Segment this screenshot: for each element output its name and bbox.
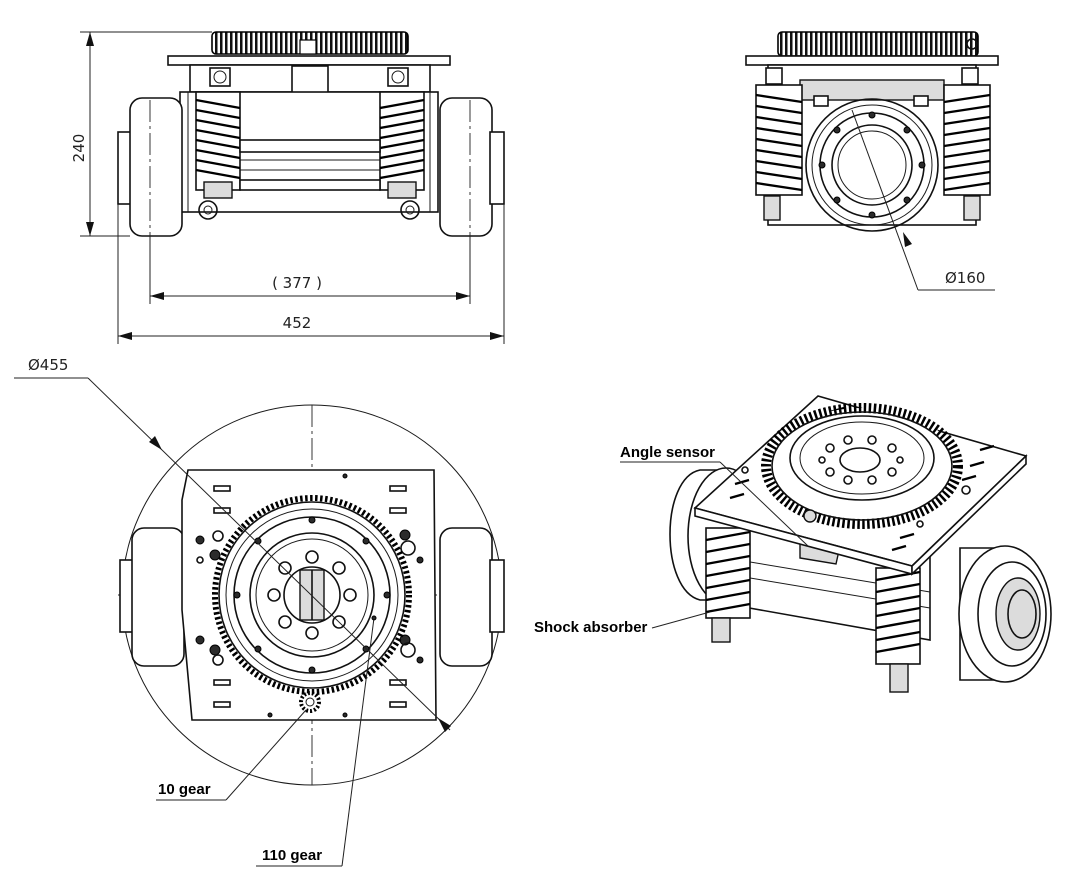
side-gear-ring [777,31,979,57]
plate-holes [195,473,424,718]
small-gear-label: 10 gear [158,781,211,798]
turning-diameter-callout: Ø455 [14,356,451,732]
iso-spring-right [875,567,921,693]
width-dimensions: ( 377 ) 452 [117,204,505,344]
shock-absorber-callout: Shock absorber [534,611,711,636]
front-spring-right [379,91,425,220]
front-wheel-left [117,97,183,237]
plate-slots [213,485,407,708]
iso-gear-ring [761,403,963,529]
flange-diameter-value: Ø160 [945,269,985,287]
turning-diameter-value: Ø455 [28,356,68,374]
side-flange [805,98,939,232]
small-gear [299,691,321,713]
isometric-view: Angle sensor Shock absorber [534,395,1052,693]
large-gear [212,495,412,695]
wheel-span-value: ( 377 ) [272,274,322,292]
top-view: Ø455 10 gear 110 gear [14,356,506,867]
front-wheel-right [439,97,505,237]
height-dimension: 240 [70,31,212,237]
large-gear-callout: 110 gear [256,615,377,867]
angle-sensor-label: Angle sensor [620,444,715,461]
flange-diameter-callout: Ø160 [851,109,995,291]
front-view: 240 ( 377 ) 452 [70,31,505,344]
iso-spring-left [705,527,751,643]
height-value: 240 [70,134,88,163]
small-gear-callout: 10 gear [156,709,307,801]
large-gear-label: 110 gear [262,847,322,864]
iso-wheel-right [958,545,1052,683]
front-bolts [209,67,409,87]
side-view: Ø160 [745,31,999,291]
side-spring-right [943,67,991,221]
shock-absorber-label: Shock absorber [534,619,648,636]
side-spring-left [755,67,803,221]
angle-sensor-callout: Angle sensor [620,444,809,547]
overall-width-value: 452 [283,314,312,332]
front-top-plate [167,55,451,66]
